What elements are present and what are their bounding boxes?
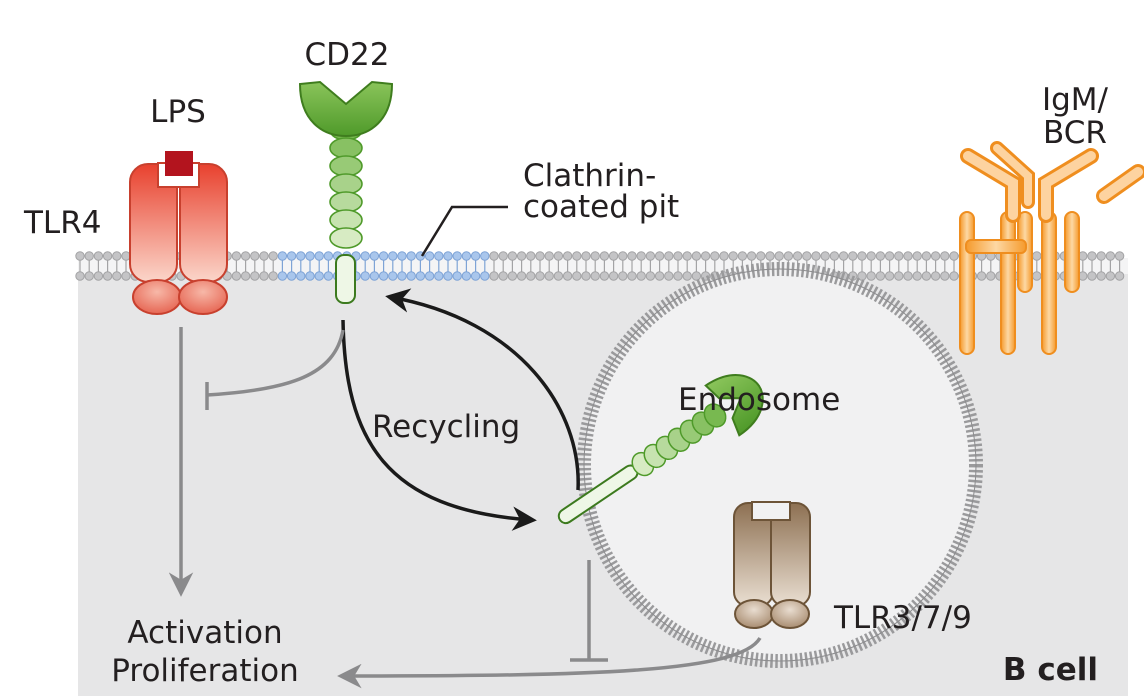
cd22-endosomal	[557, 374, 764, 525]
endosome	[577, 262, 983, 668]
internalization-arrow	[341, 319, 537, 531]
igm-bcr-receptor	[959, 141, 1144, 355]
clathrin-label-line1: Clathrin-	[523, 158, 656, 194]
activation-label: Activation	[127, 615, 282, 651]
proliferation-label: Proliferation	[111, 653, 299, 689]
igm-label-line1: IgM/	[1042, 82, 1109, 118]
tlr9-activation-arrow	[337, 637, 762, 689]
inhibition-tlr4-line	[206, 329, 345, 397]
tlr4-receptor	[129, 162, 228, 315]
endosome-label: Endosome	[678, 382, 840, 418]
tlr379-label: TLR3/7/9	[833, 600, 972, 636]
cd22-receptor	[298, 80, 394, 304]
cd22-label: CD22	[305, 37, 390, 73]
recycling-arrow-outward	[385, 288, 580, 491]
recycling-label: Recycling	[372, 409, 520, 445]
lps-label: LPS	[150, 94, 206, 130]
clathrin-callout-line	[420, 205, 508, 257]
tlr4-label: TLR4	[23, 205, 101, 241]
igm-label-line2: BCR	[1043, 115, 1107, 151]
bcell-label: B cell	[1003, 652, 1098, 688]
tlr379-receptor	[733, 501, 811, 629]
lps-ligand	[165, 151, 193, 176]
clathrin-label-line2: coated pit	[523, 189, 679, 225]
